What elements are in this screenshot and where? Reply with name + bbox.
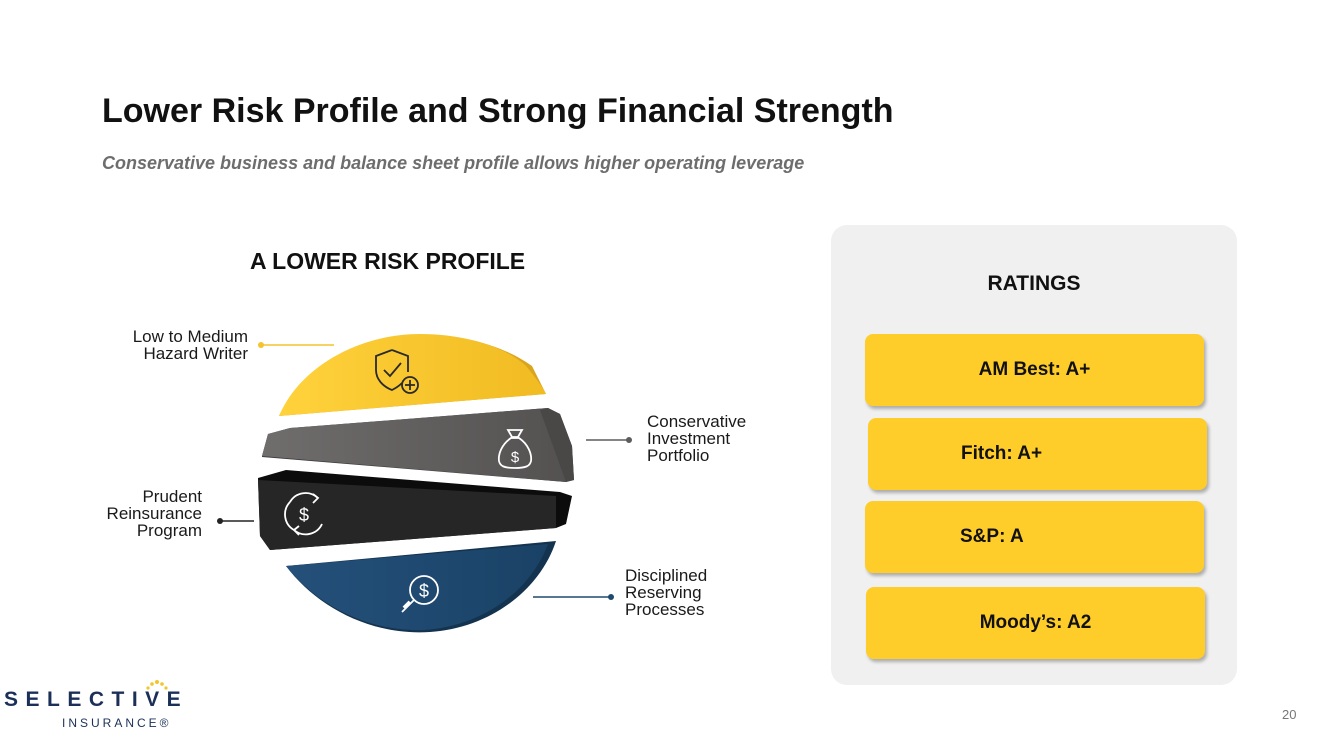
svg-text:$: $ (511, 449, 520, 466)
logo-dots-icon (146, 680, 168, 690)
segment-reserving-processes (286, 541, 556, 633)
money-bag-icon: $ (497, 429, 533, 469)
callout-line-reinsurance-program (217, 518, 254, 524)
callout-line-reserving-processes (533, 594, 614, 600)
risk-profile-heading: A LOWER RISK PROFILE (250, 248, 526, 274)
dollar-magnifier-icon: $ (401, 575, 439, 613)
page-number: 20 (1282, 707, 1297, 722)
label-reinsurance-program: Prudent Reinsurance Program (106, 487, 202, 540)
rating-fitch: Fitch: A+ (868, 418, 1207, 490)
segment-hazard-writer (279, 334, 546, 416)
label-hazard-writer: Low to Medium Hazard Writer (132, 327, 248, 363)
company-logo-subtitle: INSURANCE® (62, 716, 172, 730)
slide-subtitle: Conservative business and balance sheet … (102, 153, 805, 173)
company-logo: SELECTIVE (4, 688, 189, 711)
svg-text:$: $ (419, 581, 429, 601)
svg-text:$: $ (299, 505, 309, 525)
rating-am-best: AM Best: A+ (865, 334, 1204, 406)
segment-reinsurance-program (258, 470, 572, 550)
slide-title: Lower Risk Profile and Strong Financial … (102, 92, 894, 130)
callout-line-hazard-writer (258, 342, 334, 348)
ratings-title: RATINGS (987, 272, 1081, 295)
segment-investment-portfolio (262, 408, 574, 482)
label-reserving-processes: Disciplined Reserving Processes (625, 566, 708, 619)
shield-check-plus-icon (375, 349, 419, 394)
dollar-cycle-icon: $ (284, 492, 323, 536)
rating-sp: S&P: A (865, 501, 1204, 573)
rating-moodys: Moody’s: A2 (866, 587, 1205, 659)
label-investment-portfolio: Conservative Investment Portfolio (647, 412, 747, 465)
callout-line-investment-portfolio (586, 437, 632, 443)
